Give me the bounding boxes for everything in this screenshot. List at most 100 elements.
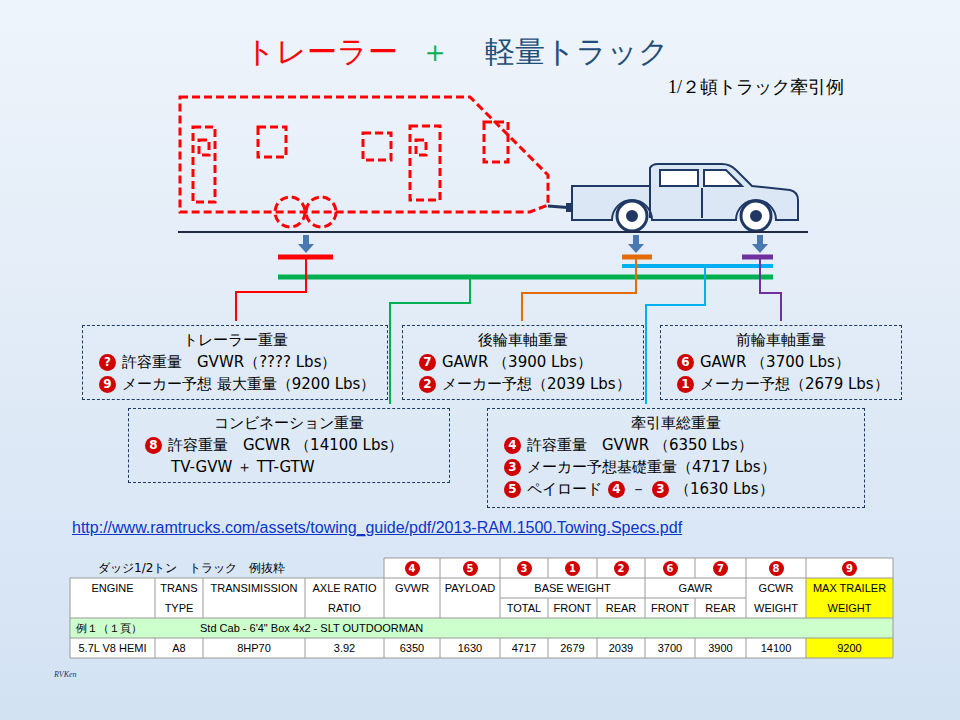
truck-hub (627, 211, 637, 221)
truck-panel-line (650, 186, 702, 218)
source-url: http://www.ramtrucks.com/assets/towing_g… (72, 519, 682, 537)
front-axle-box: 前輪車軸重量6GAWR （3700 Lbs）1メーカー予想（2679 Lbs） (660, 325, 902, 400)
ground-line (178, 231, 808, 233)
table-cell-box: 14100 (746, 638, 806, 658)
table-cell: 2679 (560, 642, 584, 654)
table-grid (70, 558, 893, 658)
callout-number: 4 (405, 561, 420, 576)
pickup-truck (572, 164, 798, 231)
box-text: メーカー予想 最大重量（9200 Lbs） (122, 373, 375, 395)
table-cell: 例１（１頁） (76, 621, 142, 636)
trailer-wheel (275, 197, 305, 227)
table-cell-box: 9200 (806, 638, 893, 658)
box-text-row: 9メーカー予想 最大重量（9200 Lbs） (95, 373, 375, 395)
table-cell-box: 5.7L V8 HEMI (70, 638, 155, 658)
title-part-box: ＋ (420, 30, 450, 74)
table-cell-box: GAWR (645, 578, 746, 598)
table-cell-box: 4717 (500, 638, 548, 658)
trailer-door (410, 126, 440, 200)
callout-number: 4 (608, 481, 625, 498)
callout-number-box: 3 (500, 558, 548, 578)
leader-line (522, 259, 636, 321)
table-cell: TRANSIMISSION (211, 582, 298, 594)
box-heading: 牽引車総重量 (631, 412, 721, 434)
table-cell-box: FRONT (548, 598, 597, 618)
front-axle-bar (742, 255, 773, 260)
table-cell-box: MAX TRAILER (806, 578, 893, 598)
table-cell-box: PAYLOAD (440, 578, 500, 598)
table-cell: RATIO (328, 602, 361, 614)
rear-axle-bar (622, 255, 652, 260)
callout-number-box: 1 (548, 558, 597, 578)
table-cell: WEIGHT (754, 602, 798, 614)
leader-line (760, 259, 781, 321)
table-ground (384, 558, 893, 578)
box-heading: 前輪車軸重量 (736, 329, 826, 351)
callout-number: 3 (504, 459, 521, 476)
box-text: メーカー予想基礎重量（4717 Lbs） (527, 456, 776, 478)
watermark: RVKen (54, 670, 77, 679)
title-part: 軽量トラック (485, 32, 669, 73)
truck-total-bar (622, 264, 773, 268)
callout-number: 6 (677, 354, 694, 371)
box-text: メーカー予想（2039 Lbs） (442, 373, 631, 395)
callout-number: ? (99, 354, 116, 371)
callout-number: 9 (842, 561, 857, 576)
callout-number: 7 (419, 354, 436, 371)
truck-hub (751, 211, 761, 221)
rear-axle-box: 後輪車軸重量7GAWR （3900 Lbs）2メーカー予想（2039 Lbs） (402, 325, 644, 400)
box-text: ペイロード (527, 478, 602, 500)
box-text: GAWR （3900 Lbs） (442, 351, 592, 373)
box-text-row: 5ペイロード4－3（1630 Lbs） (500, 478, 852, 500)
table-cell-box: ENGINE (70, 578, 155, 598)
table-cell: AXLE RATIO (313, 582, 377, 594)
table-cell: ENGINE (91, 582, 133, 594)
box-heading: 後輪車軸重量 (478, 329, 568, 351)
table-cell-box: TYPE (155, 598, 203, 618)
table-cell: 14100 (761, 642, 792, 654)
box-text: － (631, 478, 646, 500)
callout-number-box: 9 (806, 558, 893, 578)
load-arrows (298, 235, 768, 253)
title-part-box: トレーラー (245, 30, 398, 74)
callout-number: 8 (769, 561, 784, 576)
table-cell-box: BASE WEIGHT (500, 578, 645, 598)
table-cell-box: GCWR (746, 578, 806, 598)
table-cell-box: 3.92 (305, 638, 384, 658)
table-cell: FRONT (554, 602, 592, 614)
table-cell-box: RATIO (305, 598, 384, 618)
table-cell: 1630 (458, 642, 482, 654)
table-cell: 8HP70 (237, 642, 271, 654)
callout-number: 6 (663, 561, 678, 576)
box-text-row: 8許容重量 GCWR （14100 Lbs） (141, 434, 437, 456)
table-cell: TRANS (160, 582, 197, 594)
model-band (70, 618, 893, 638)
table-cell: TOTAL (507, 602, 541, 614)
table-cell: FRONT (651, 602, 689, 614)
arrow-head (628, 244, 644, 253)
trailer-door-window (199, 140, 209, 155)
table-cell-box: FRONT (645, 598, 695, 618)
leader-line (646, 268, 705, 404)
box-heading-row: 牽引車総重量 (500, 412, 852, 434)
spec-table (70, 558, 893, 658)
trailer-wheel (306, 197, 336, 227)
table-cell: Std Cab - 6'4" Box 4x2 - SLT OUTDOORMAN (200, 622, 423, 634)
table-cell-box: 8HP70 (203, 638, 305, 658)
table-cell-box: REAR (695, 598, 746, 618)
box-text-row: 4許容重量 GVWR （6350 Lbs） (500, 434, 852, 456)
callout-number: 8 (145, 437, 162, 454)
table-cell: TYPE (165, 602, 194, 614)
callout-number-box: 2 (597, 558, 645, 578)
table-cell-box: Std Cab - 6'4" Box 4x2 - SLT OUTDOORMAN (200, 618, 423, 638)
box-text-row: TV-GVW ＋ TT-GTW (141, 456, 437, 478)
callout-number-box: 7 (695, 558, 746, 578)
table-cell-box: REAR (597, 598, 645, 618)
box-text: 許容重量 GVWR （6350 Lbs） (527, 434, 753, 456)
highlight-cell (806, 638, 893, 658)
trailer-window (363, 133, 391, 160)
combination-bar (278, 275, 773, 280)
table-cell-box: WEIGHT (806, 598, 893, 618)
table-cell: MAX TRAILER (813, 582, 886, 594)
table-cell: GCWR (759, 582, 794, 594)
